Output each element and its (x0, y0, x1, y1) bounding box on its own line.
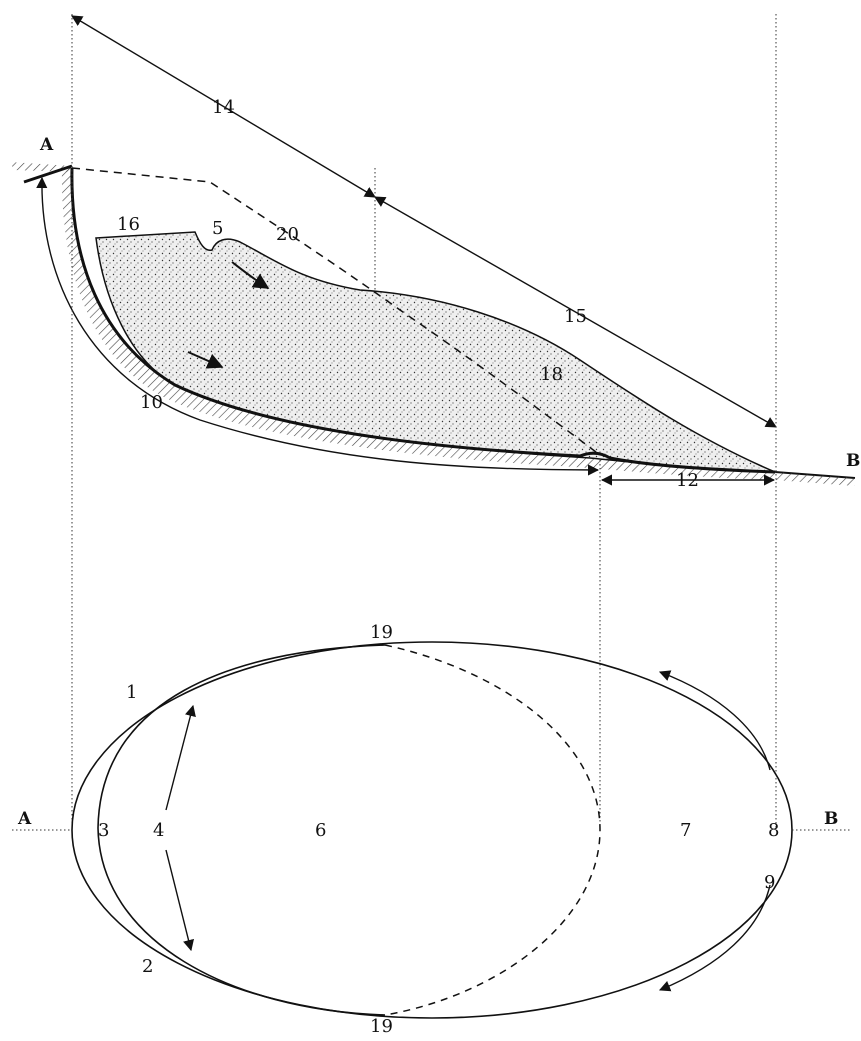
crown-surface (23, 164, 73, 184)
label-b-top: B (846, 451, 860, 471)
label-12: 12 (676, 470, 699, 491)
width-arrow-up (165, 704, 196, 811)
plan-toe-of-rupture-dashed (384, 644, 601, 1016)
label-10: 10 (140, 392, 163, 413)
label-b-plan: B (824, 809, 838, 829)
label-a-plan: A (17, 809, 32, 829)
label-3: 3 (98, 820, 109, 841)
label-8: 8 (768, 820, 779, 841)
dimension-arrow-14 (71, 15, 376, 198)
label-1: 1 (126, 682, 137, 703)
dimension-arrow-15 (374, 196, 777, 428)
ground-hatching-right (775, 472, 855, 486)
label-19-top: 19 (370, 622, 393, 643)
displaced-mass (95, 231, 776, 473)
label-6: 6 (315, 820, 326, 841)
label-19-bottom: 19 (370, 1016, 393, 1036)
label-20: 20 (276, 224, 299, 245)
label-7: 7 (680, 820, 691, 841)
label-5: 5 (212, 218, 223, 239)
label-16: 16 (117, 214, 140, 235)
flank-arrow-lower (658, 884, 771, 992)
label-14: 14 (212, 97, 235, 118)
label-15: 15 (564, 306, 587, 327)
flank-arrow-upper (658, 670, 771, 771)
label-18: 18 (540, 364, 563, 385)
label-2: 2 (142, 956, 153, 977)
crown-hatching (10, 162, 72, 172)
label-a-top: A (39, 135, 54, 155)
label-4: 4 (153, 820, 164, 841)
plan-inner-boundary (97, 644, 386, 1016)
dimension-arrow-10 (36, 176, 600, 476)
label-9: 9 (764, 872, 775, 893)
width-arrow-down (165, 849, 194, 952)
